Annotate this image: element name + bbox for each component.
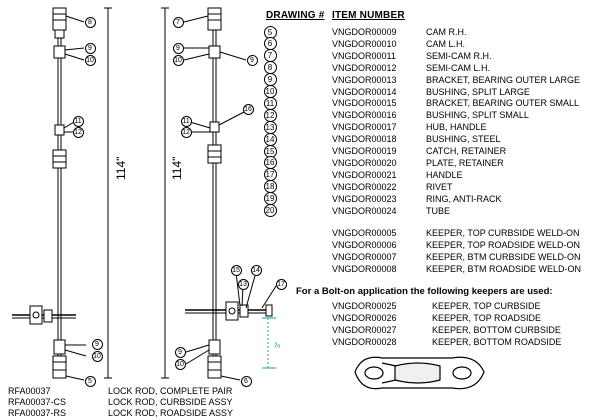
item-number: VNGDOR00019 [332, 146, 397, 156]
keeper-description: KEEPER, BTM CURBSIDE WELD-ON [426, 251, 581, 262]
right-rod-callout: 10 [174, 358, 186, 370]
drawing-number-callout: 8 [263, 61, 277, 75]
item-description: TUBE [426, 205, 451, 216]
drawing-number-callout: 14 [263, 132, 277, 146]
item-number: VNGDOR00013 [332, 74, 397, 85]
item-description: PLATE, RETAINER [426, 157, 504, 168]
item-description: CAM L.H. [426, 38, 466, 49]
bolt-on-description: KEEPER, BOTTOM CURBSIDE [432, 325, 561, 335]
item-number: VNGDOR00011 [332, 50, 396, 61]
small-dimension [262, 317, 276, 369]
item-number: VNGDOR00018 [332, 134, 397, 145]
left-rod-callout: 12 [72, 126, 84, 138]
item-number: VNGDOR00012 [332, 62, 397, 73]
bolt-on-item-number: VNGDOR00027 [332, 325, 397, 335]
drawing-number-callout: 11 [263, 96, 277, 110]
left-rod-callout: 9 [91, 338, 103, 350]
item-number: VNGDOR00023 [332, 193, 397, 204]
right-rod-callout: 6 [240, 375, 252, 387]
item-number: VNGDOR00021 [332, 169, 397, 180]
item-description: BUSHING, STEEL [426, 134, 501, 145]
left-rod-callout: 8 [84, 16, 96, 28]
length-dimension-left: 114" [114, 156, 128, 180]
drawing-number-callout: 13 [263, 120, 277, 134]
right-rod-callout: 13 [237, 278, 249, 290]
drawing-number-header: DRAWING # [266, 10, 325, 21]
item-number: VNGDOR00022 [332, 181, 397, 192]
item-number: VNGDOR00016 [332, 110, 397, 121]
right-rod-callout: 14 [250, 264, 262, 276]
item-description: HANDLE [426, 169, 463, 180]
right-rod-callout: 9 [174, 346, 186, 358]
right-rod-callout: 9 [172, 42, 184, 54]
item-description: BUSHING, SPLIT SMALL [426, 110, 529, 121]
right-rod-callout: 16 [242, 103, 254, 115]
item-description: BRACKET, BEARING OUTER LARGE [426, 74, 581, 85]
item-number: VNGDOR00015 [332, 98, 397, 109]
left-rod-callout: 10 [84, 54, 96, 66]
item-description: HUB, HANDLE [426, 122, 487, 133]
left-rod-callout: 11 [72, 115, 84, 127]
bolt-on-item-number: VNGDOR00026 [332, 313, 397, 323]
right-rod-callout: 17 [275, 278, 287, 290]
item-description: CATCH, RETAINER [426, 146, 507, 156]
keeper-description: KEEPER, BTM ROADSIDE WELD-ON [426, 263, 582, 274]
keeper-item-number: VNGDOR00007 [332, 251, 397, 262]
bolt-on-item-number: VNGDOR00028 [332, 337, 397, 347]
drawing-number-callout: 12 [263, 108, 277, 122]
assembly-part-number: RFA00037-RS [8, 408, 67, 418]
item-description: RING, ANTI-RACK [426, 193, 502, 204]
item-number: VNGDOR00010 [332, 38, 397, 49]
assembly-description: LOCK ROD, COMPLETE PAIR [108, 386, 233, 396]
keeper-illustration [354, 356, 485, 390]
item-description: RIVET [426, 181, 453, 192]
right-rod-callout: 7 [172, 16, 184, 28]
item-description: BRACKET, BEARING OUTER SMALL [426, 98, 580, 109]
assembly-description: LOCK ROD, ROADSIDE ASSY [108, 408, 234, 418]
right-rod-callout: 10 [172, 54, 184, 66]
keeper-item-number: VNGDOR00005 [332, 228, 397, 238]
item-number: VNGDOR00009 [332, 27, 397, 37]
keeper-item-number: VNGDOR00006 [332, 239, 397, 250]
item-description: SEMI-CAM R.H. [426, 50, 492, 61]
assembly-description: LOCK ROD, CURBSIDE ASSY [108, 397, 233, 407]
drawing-number-callout: 20 [263, 204, 277, 217]
right-rod-callout: 12 [180, 126, 192, 138]
length-dimension-right: 114" [170, 156, 184, 180]
right-lock-rod [185, 7, 273, 379]
left-rod-callout: 5 [84, 375, 96, 387]
keeper-description: KEEPER, TOP ROADSIDE WELD-ON [426, 239, 581, 250]
left-rod-callout: 10 [91, 350, 103, 362]
left-rod-callout: 9 [84, 42, 96, 54]
bolt-on-note: For a Bolt-on application the following … [296, 286, 553, 297]
assembly-part-number: RFA00037 [8, 386, 51, 396]
bolt-on-description: KEEPER, TOP ROADSIDE [432, 313, 542, 323]
item-number: VNGDOR00024 [332, 205, 397, 216]
item-description: BUSHING, SPLIT LARGE [426, 86, 530, 97]
keeper-item-number: VNGDOR00008 [332, 263, 397, 274]
item-description: SEMI-CAM L.H. [426, 62, 491, 73]
item-number: VNGDOR00014 [332, 86, 397, 97]
small-dimension-label: 3" [275, 341, 282, 348]
right-rod-callout: 9 [246, 54, 258, 66]
bolt-on-item-number: VNGDOR00025 [332, 301, 397, 311]
bolt-on-description: KEEPER, TOP CURBSIDE [432, 301, 541, 311]
right-rod-callout: 15 [230, 264, 242, 276]
item-description: CAM R.H. [426, 27, 467, 37]
item-number: VNGDOR00017 [332, 122, 397, 133]
left-lock-rod [12, 7, 76, 379]
assembly-part-number: RFA00037-CS [8, 397, 67, 407]
right-rod-callout: 11 [180, 115, 192, 127]
item-number-header: ITEM NUMBER [332, 10, 405, 21]
bolt-on-description: KEEPER, BOTTOM ROADSIDE [432, 337, 562, 347]
item-number: VNGDOR00020 [332, 157, 397, 168]
keeper-description: KEEPER, TOP CURBSIDE WELD-ON [426, 228, 580, 238]
